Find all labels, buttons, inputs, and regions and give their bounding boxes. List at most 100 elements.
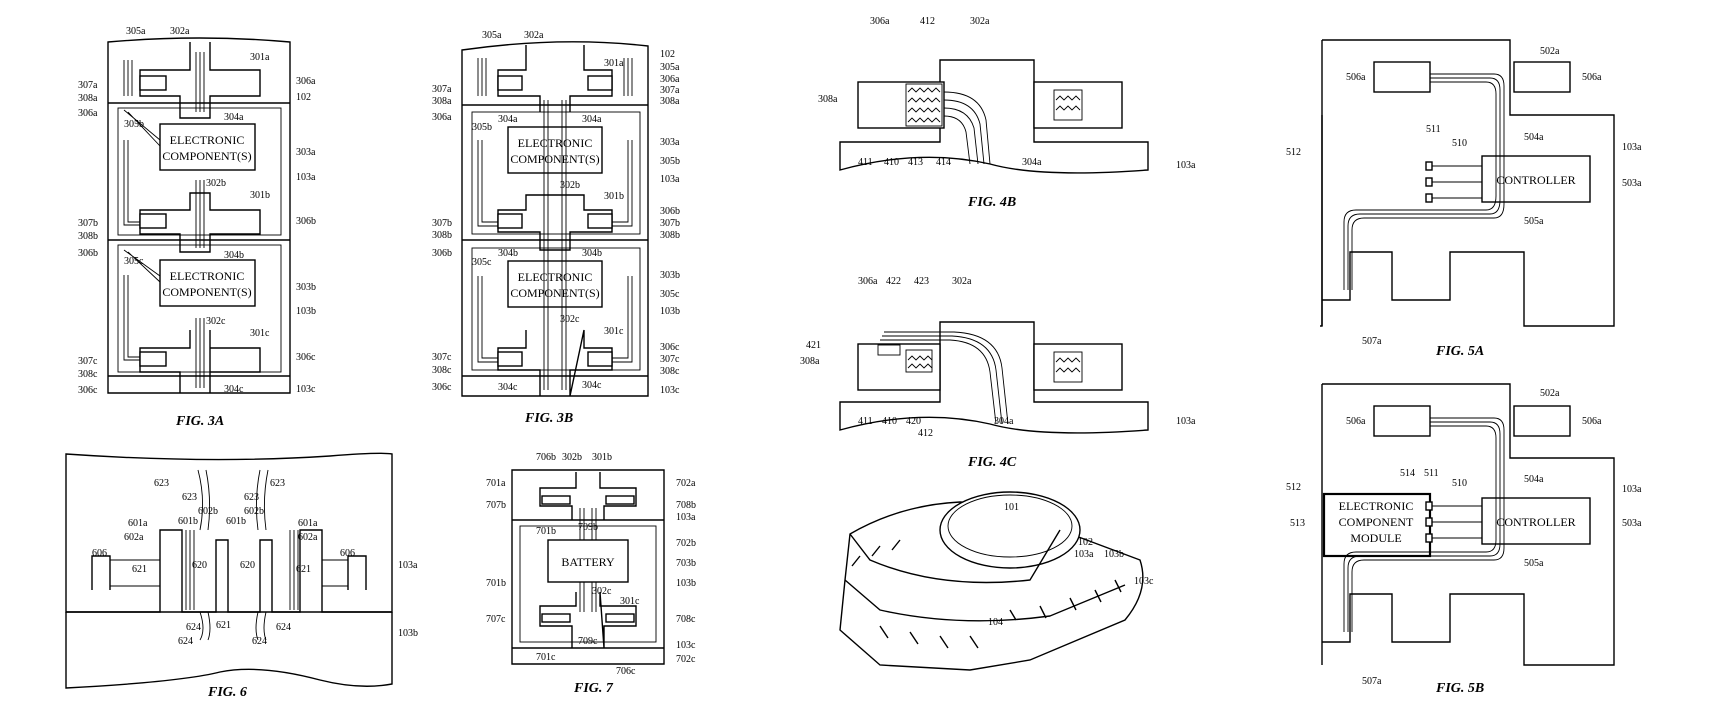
ref-306a: 306a [858, 276, 878, 287]
ref-103a: 103a [296, 172, 316, 183]
module-label-1: ELECTRONIC [1339, 499, 1414, 513]
ref-410: 410 [884, 157, 899, 168]
ref-302a: 302a [524, 30, 544, 41]
ref-306a: 306a [296, 76, 316, 87]
ref-301b: 301b [592, 452, 612, 463]
component-label-2: COMPONENT(S) [510, 152, 599, 166]
ref-601a-b: 601a [298, 518, 318, 529]
ref-304c-b: 304c [582, 380, 602, 391]
ref-103c: 103c [296, 384, 316, 395]
ref-623-d: 623 [270, 478, 285, 489]
ref-621: 621 [132, 564, 147, 575]
ref-624-a: 624 [186, 622, 201, 633]
ref-306c: 306c [660, 342, 680, 353]
ref-504a: 504a [1524, 132, 1544, 143]
component-label-3: ELECTRONIC [518, 270, 593, 284]
ref-601b: 601b [178, 516, 198, 527]
ref-306a: 306a [660, 74, 680, 85]
ref-103a: 103a [1622, 484, 1642, 495]
ref-308c-b: 308c [660, 366, 680, 377]
ref-301c: 301c [620, 596, 640, 607]
ref-301c: 301c [604, 326, 624, 337]
ref-703b: 703b [676, 558, 696, 569]
ref-305a: 305a [126, 26, 146, 37]
ref-621-c: 621 [216, 620, 231, 631]
fig-5a: 502a 506a 506a 511 510 504a 103a 512 503… [1286, 39, 1642, 359]
ref-701c: 701c [536, 652, 556, 663]
ref-305c-b: 305c [660, 289, 680, 300]
ref-307c: 307c [78, 356, 98, 367]
ref-302a: 302a [952, 276, 972, 287]
ref-302b: 302b [206, 178, 226, 189]
ref-506a: 506a [1346, 416, 1366, 427]
fig-3b: 305a 302a 301a 102 305a 306a 307a 308a 3… [432, 30, 680, 426]
ref-602a: 602a [124, 532, 144, 543]
ref-304c: 304c [224, 384, 244, 395]
ref-102: 102 [660, 49, 675, 60]
ref-302a: 302a [170, 26, 190, 37]
ref-702a: 702a [676, 478, 696, 489]
ref-503a: 503a [1622, 178, 1642, 189]
component-label-3: ELECTRONIC [170, 269, 245, 283]
ref-702c: 702c [676, 654, 696, 665]
ref-304a: 304a [224, 112, 244, 123]
ref-505a: 505a [1524, 216, 1544, 227]
ref-602b: 602b [198, 506, 218, 517]
ref-306b-b: 306b [432, 248, 452, 259]
ref-602b-b: 602b [244, 506, 264, 517]
ref-301a: 301a [604, 58, 624, 69]
component-label-4: COMPONENT(S) [510, 286, 599, 300]
ref-413: 413 [908, 157, 923, 168]
ref-308a: 308a [800, 356, 820, 367]
fig-6: 623 623 623 623 601a 602a 601b 602b 601b… [65, 452, 418, 700]
ref-503a: 503a [1622, 518, 1642, 529]
ref-304b-b: 304b [582, 248, 602, 259]
ref-306a-b: 306a [432, 112, 452, 123]
component-label-4: COMPONENT(S) [162, 285, 251, 299]
ref-308a: 308a [432, 96, 452, 107]
fig-5b: 502a 506a 506a 514 511 510 504a 103a 512… [1286, 383, 1642, 696]
ref-302c: 302c [206, 316, 226, 327]
ref-421: 421 [806, 340, 821, 351]
ref-709c: 709c [578, 636, 598, 647]
ref-623-c: 623 [244, 492, 259, 503]
ref-305b-b: 305b [660, 156, 680, 167]
ref-307b: 307b [432, 218, 452, 229]
ref-601b-b: 601b [226, 516, 246, 527]
ref-307a-b: 307a [660, 85, 680, 96]
ref-301a: 301a [250, 52, 270, 63]
caption-fig-5a: FIG. 5A [1435, 344, 1484, 359]
ref-606-b: 606 [340, 548, 355, 559]
ref-624-b: 624 [178, 636, 193, 647]
ref-304a: 304a [994, 416, 1014, 427]
controller-label: CONTROLLER [1496, 515, 1575, 529]
ref-505a: 505a [1524, 558, 1544, 569]
ref-504a: 504a [1524, 474, 1544, 485]
ref-511: 511 [1426, 124, 1441, 135]
ref-502a: 502a [1540, 388, 1560, 399]
ref-514: 514 [1400, 468, 1415, 479]
ref-306c: 306c [296, 352, 316, 363]
ref-304b: 304b [224, 250, 244, 261]
ref-507a: 507a [1362, 676, 1382, 687]
ref-706c: 706c [616, 666, 636, 677]
ref-701b: 701b [536, 526, 556, 537]
ref-302a: 302a [970, 16, 990, 27]
ref-304a-b: 304a [582, 114, 602, 125]
ref-308a-b: 308a [660, 96, 680, 107]
ref-304a: 304a [498, 114, 518, 125]
ref-306a-b: 306a [78, 108, 98, 119]
ref-620: 620 [192, 560, 207, 571]
ref-305c: 305c [472, 257, 492, 268]
ref-303b: 303b [296, 282, 316, 293]
ref-412: 412 [920, 16, 935, 27]
ref-620-b: 620 [240, 560, 255, 571]
ref-624-c: 624 [252, 636, 267, 647]
ref-502a: 502a [1540, 46, 1560, 57]
ref-308c: 308c [432, 365, 452, 376]
ref-103b: 103b [398, 628, 418, 639]
ref-512: 512 [1286, 147, 1301, 158]
caption-fig-6: FIG. 6 [207, 685, 247, 699]
ref-303b: 303b [660, 270, 680, 281]
ref-306c-b: 306c [78, 385, 98, 396]
